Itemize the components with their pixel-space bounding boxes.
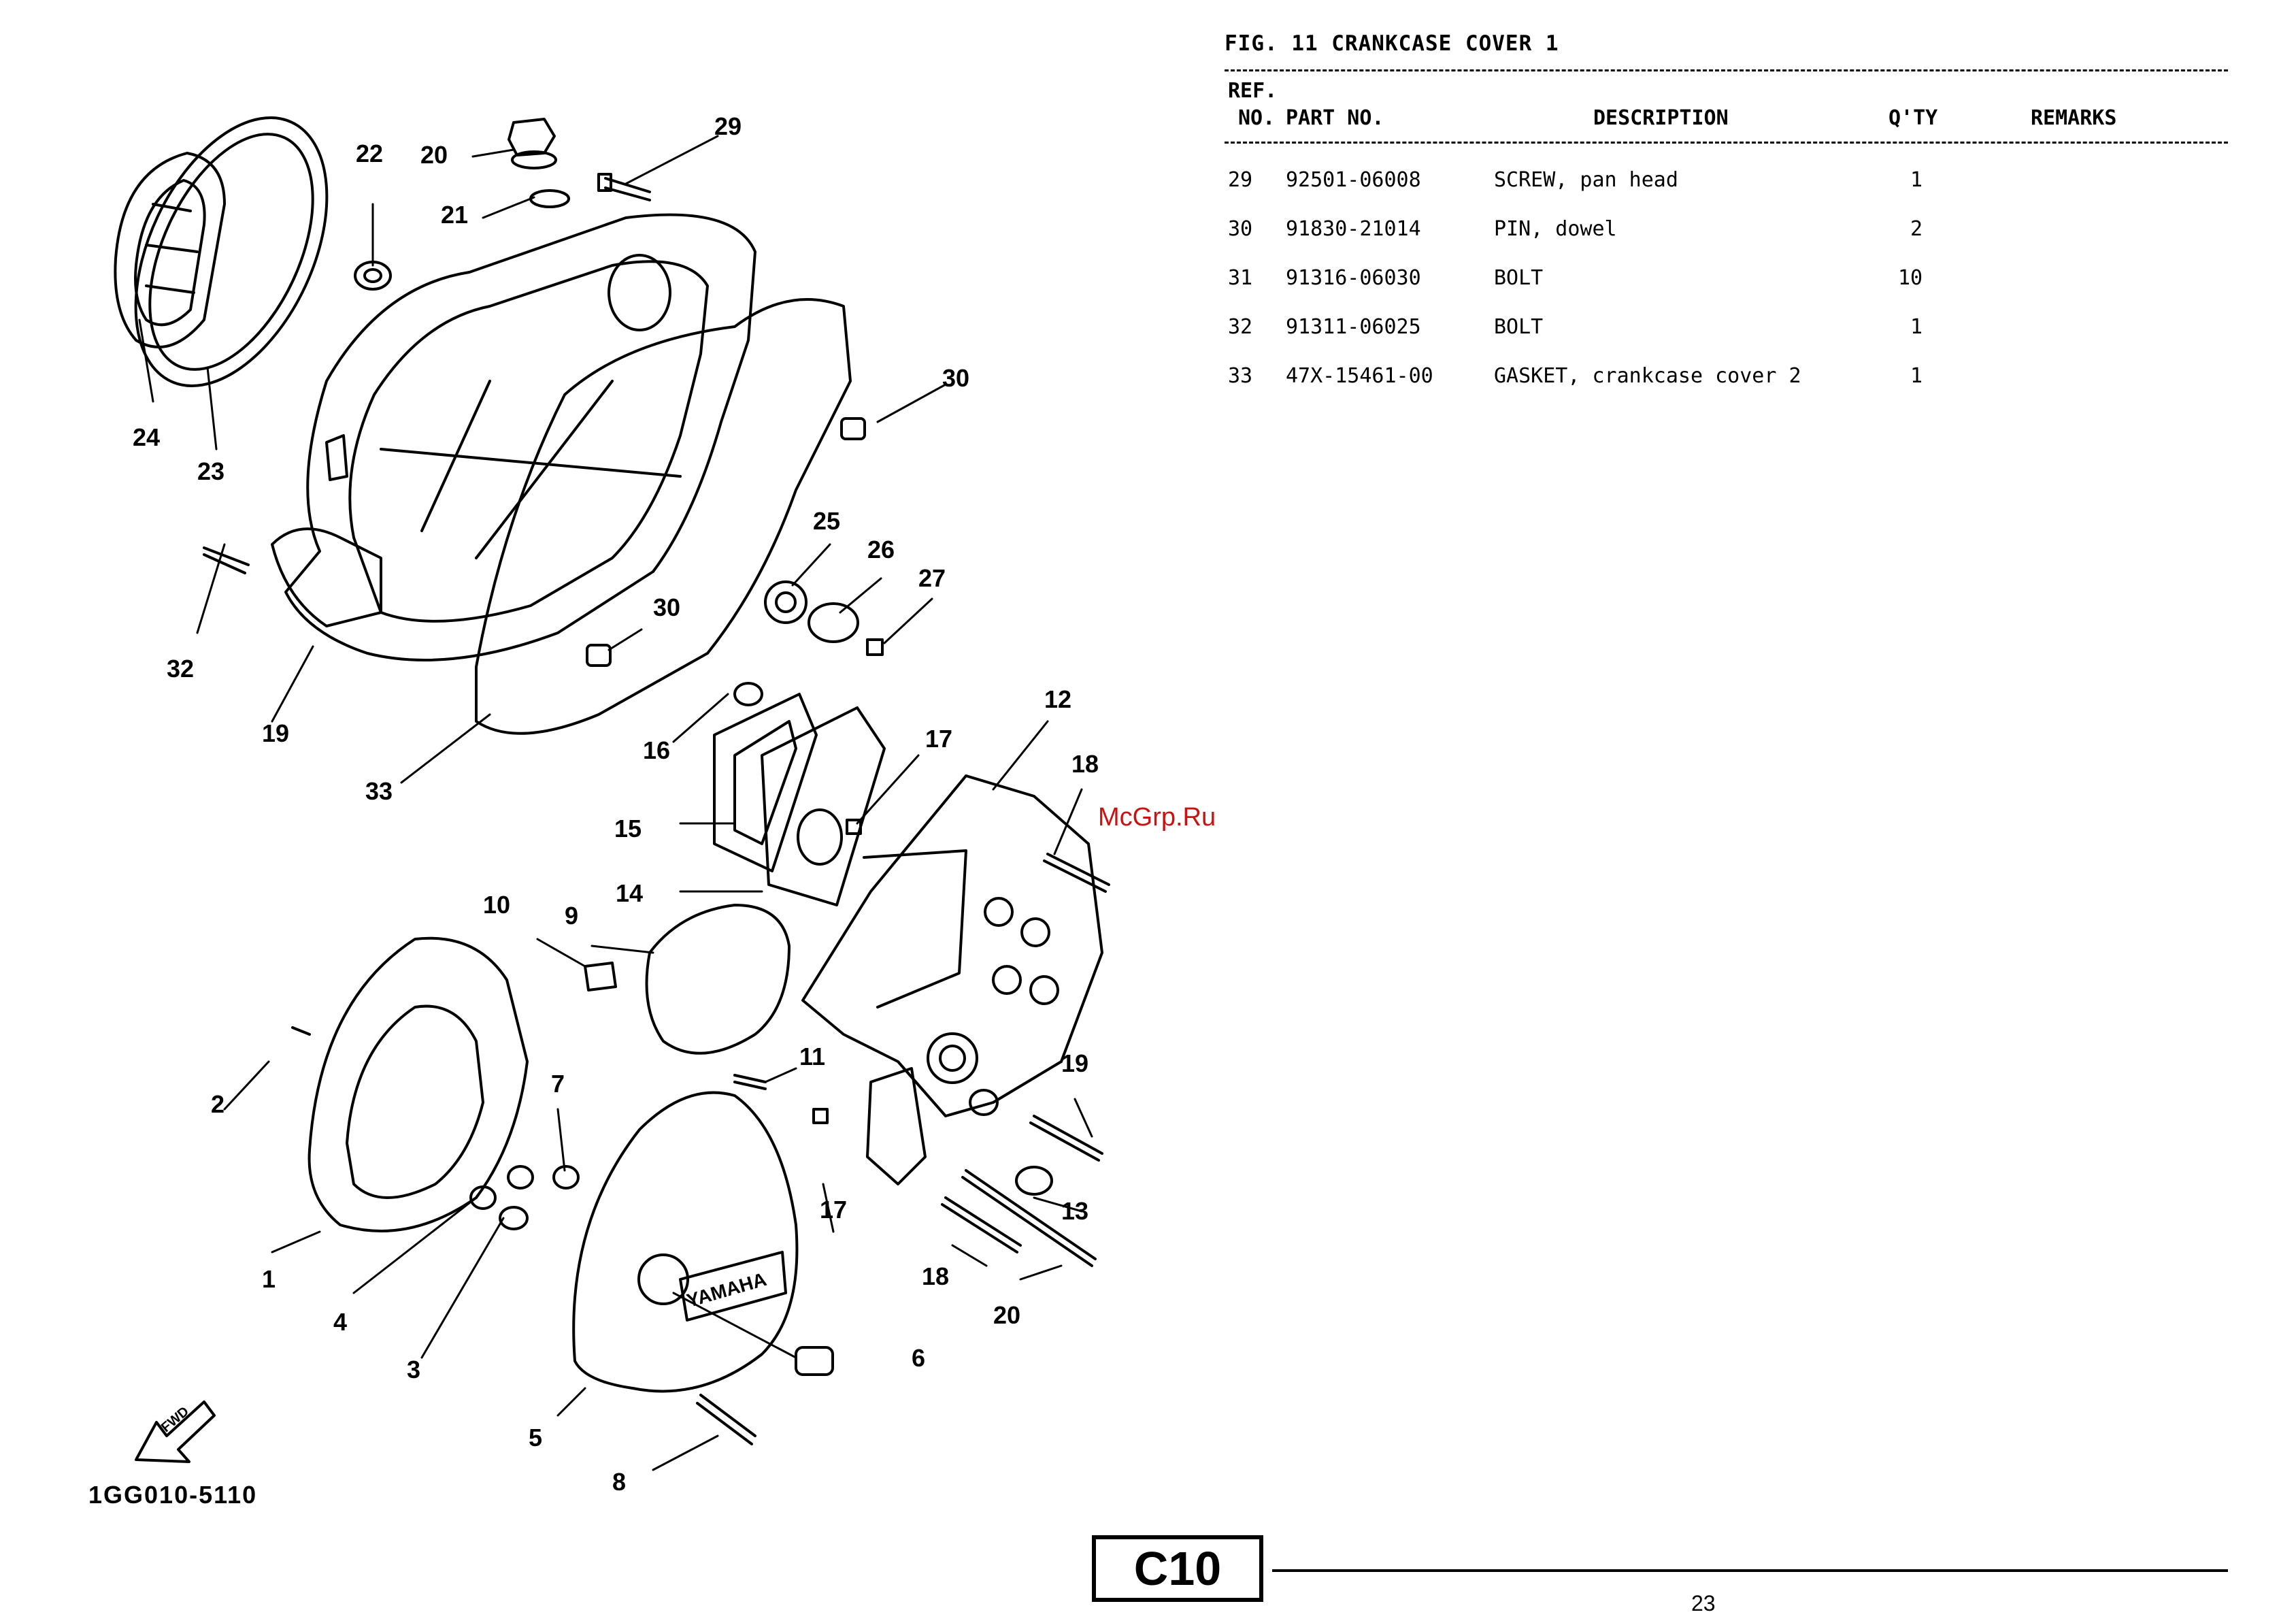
callout: 10: [483, 891, 511, 919]
callout: 24: [133, 423, 161, 451]
row-qty: 10: [1898, 266, 1923, 290]
header-description: DESCRIPTION: [1593, 106, 1729, 130]
part-26-plate: [114, 152, 226, 348]
callout: 14: [616, 879, 644, 907]
section-code: C10: [1133, 1542, 1222, 1595]
callout: 2: [211, 1090, 225, 1118]
row-part-no: 91830-21014: [1286, 217, 1421, 241]
header-qty: Q'TY: [1889, 106, 1938, 130]
callout: 27: [918, 564, 946, 592]
callout: 9: [565, 902, 579, 930]
row-description: BOLT: [1494, 315, 1544, 339]
callout: 8: [612, 1468, 627, 1496]
callout: 15: [614, 815, 642, 842]
row-qty: 1: [1910, 168, 1923, 192]
row-description: SCREW, pan head: [1494, 168, 1678, 192]
callout: 3: [407, 1356, 421, 1383]
part-33-gasket: [475, 298, 852, 735]
callout: 23: [197, 457, 225, 485]
part-14-15-16-assembly: [713, 682, 886, 906]
rule-top: [1225, 69, 2228, 71]
header-ref-line1: REF.: [1228, 79, 1278, 103]
callout: 26: [867, 536, 895, 563]
callout: 17: [925, 725, 953, 753]
callout: 22: [356, 140, 384, 167]
part-22-plug: [508, 118, 570, 208]
diagram-drawing: [114, 116, 1110, 1471]
parts-3-4-7-small: [469, 1165, 580, 1230]
callout: 11: [799, 1043, 826, 1070]
row-qty: 2: [1910, 217, 1923, 241]
callout: 17: [820, 1196, 848, 1224]
callout: 25: [813, 507, 841, 535]
callout: 20: [420, 141, 448, 169]
row-ref: 31: [1228, 266, 1253, 290]
part-27-28-29-stack: [764, 580, 884, 656]
row-part-no: 47X-15461-00: [1286, 364, 1433, 388]
callout: 29: [714, 112, 742, 140]
callout: 5: [529, 1424, 543, 1452]
callout: 18: [922, 1262, 950, 1290]
row-ref: 32: [1228, 315, 1253, 339]
part-9-cover: [584, 904, 791, 1090]
footer-rule: [1272, 1569, 2228, 1572]
callout: 33: [365, 777, 393, 805]
callout: 20: [993, 1301, 1021, 1329]
watermark: McGrp.Ru: [1098, 803, 1216, 832]
row-ref: 30: [1228, 217, 1253, 241]
row-part-no: 91316-06030: [1286, 266, 1421, 290]
row-qty: 1: [1910, 315, 1923, 339]
callout: 30: [653, 593, 681, 621]
header-remarks: REMARKS: [2031, 106, 2117, 130]
callout: 12: [1044, 685, 1072, 713]
part-32-bolt: [203, 546, 250, 574]
callout: 7: [551, 1070, 565, 1098]
row-qty: 1: [1910, 364, 1923, 388]
diagram-code: 1GG010-5110: [88, 1481, 258, 1509]
row-part-no: 92501-06008: [1286, 168, 1421, 192]
fwd-arrow-icon: [135, 1400, 216, 1463]
part-31-bolt: [597, 173, 651, 201]
callout: 18: [1071, 750, 1099, 778]
callout: 16: [643, 736, 671, 764]
leader-lines: [138, 135, 1093, 1471]
callout: 32: [167, 655, 195, 683]
row-description: GASKET, crankcase cover 2: [1494, 364, 1801, 388]
exploded-parts-diagram: 22 20 21 29 30 24 23 25 26 27 30 32 19 3…: [88, 112, 1110, 1509]
part-30-dowel-bottom: [586, 644, 612, 667]
callout: 21: [441, 201, 469, 229]
part-30-dowel-top: [840, 417, 866, 440]
figure-title: FIG. 11 CRANKCASE COVER 1: [1225, 31, 1559, 56]
rule-header: [1225, 142, 2228, 144]
row-ref: 29: [1228, 168, 1253, 192]
callout: 19: [262, 719, 290, 747]
part-1-cover: [291, 936, 529, 1232]
callout: 13: [1061, 1197, 1089, 1225]
row-description: PIN, dowel: [1494, 217, 1617, 241]
header-ref-line2: NO.: [1238, 106, 1276, 130]
row-description: BOLT: [1494, 266, 1544, 290]
section-code-box: C10: [1092, 1535, 1263, 1602]
part-21-crankcase-cover: [271, 213, 756, 661]
row-part-no: 91311-06025: [1286, 315, 1421, 339]
part-5-generator-cover: [572, 1091, 834, 1445]
parts-18-19-20-bolts: [812, 819, 1110, 1267]
callout: 6: [912, 1344, 926, 1372]
callout: 19: [1061, 1049, 1089, 1077]
page-number: 23: [1691, 1591, 1716, 1616]
part-12-housing: [801, 774, 1103, 1185]
callout: 4: [333, 1308, 348, 1336]
callout: 30: [942, 364, 970, 392]
part-25-seal: [134, 116, 329, 387]
row-ref: 33: [1228, 364, 1253, 388]
header-part-no: PART NO.: [1286, 106, 1384, 130]
callout: 1: [262, 1265, 276, 1293]
